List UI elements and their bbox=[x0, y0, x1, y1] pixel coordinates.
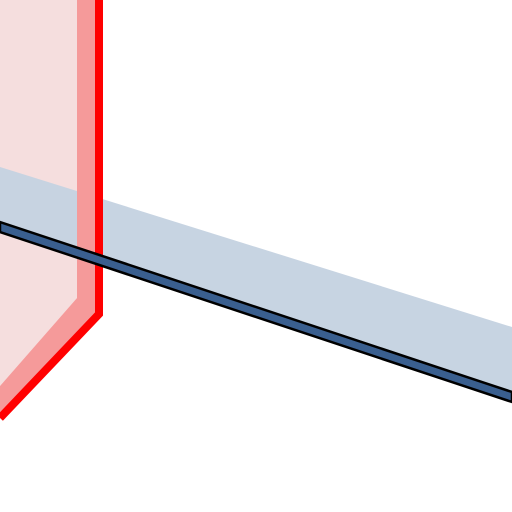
vertical-plane-side-face bbox=[0, 0, 99, 418]
horizontal-band-face bbox=[0, 167, 512, 392]
horizontal-band-edge bbox=[0, 220, 512, 404]
vertical-plane-edge bbox=[0, 0, 103, 421]
